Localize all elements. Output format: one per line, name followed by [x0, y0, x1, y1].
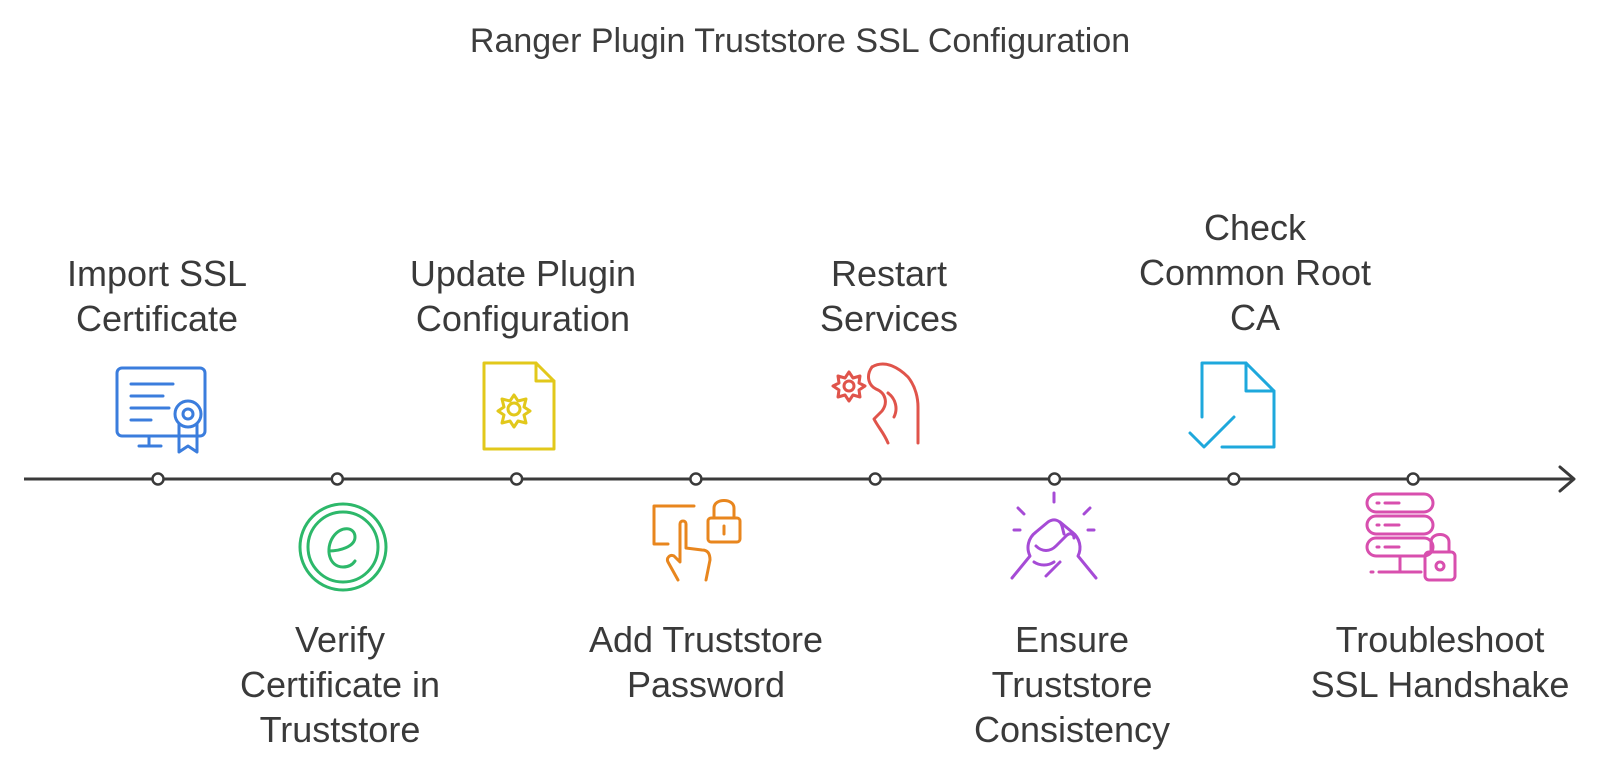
- step-label-troubleshoot-ssl-handshake: Troubleshoot SSL Handshake: [1300, 617, 1580, 707]
- step-label-line: Truststore: [991, 664, 1153, 705]
- step-label-restart-services: Restart Services: [749, 251, 1029, 341]
- file-settings-icon: [478, 357, 578, 457]
- step-label-add-truststore-password: Add Truststore Password: [566, 617, 846, 707]
- step-label-line: Update Plugin: [409, 253, 637, 294]
- timeline-marker: [868, 472, 882, 486]
- hand-gear-icon: [828, 357, 928, 457]
- timeline-marker: [1227, 472, 1241, 486]
- step-label-line: Truststore: [259, 709, 421, 750]
- step-label-line: Restart: [830, 253, 948, 294]
- step-label-line: Configuration: [415, 298, 631, 339]
- timeline-arrowhead: [1558, 465, 1576, 493]
- step-label-line: Add Truststore: [588, 619, 824, 660]
- diagram-title: Ranger Plugin Truststore SSL Configurati…: [469, 22, 1131, 60]
- step-label-line: Common Root: [1138, 252, 1372, 293]
- step-label-line: Check: [1203, 207, 1307, 248]
- step-label-line: CA: [1229, 297, 1280, 338]
- step-label-line: Password: [626, 664, 786, 705]
- file-check-icon: [1186, 357, 1286, 457]
- step-label-check-common-root-ca: Check Common Root CA: [1115, 205, 1395, 340]
- step-label-update-plugin-configuration: Update Plugin Configuration: [383, 251, 663, 341]
- step-label-line: SSL Handshake: [1310, 664, 1570, 705]
- certificate-icon: [111, 362, 211, 462]
- timeline-marker: [1406, 472, 1420, 486]
- timeline-marker: [689, 472, 703, 486]
- step-label-import-ssl-certificate: Import SSL Certificate: [17, 251, 297, 341]
- timeline-marker: [1047, 472, 1062, 486]
- timeline-marker: [151, 472, 165, 486]
- step-label-line: Import SSL: [66, 253, 248, 294]
- step-label-line: Certificate: [75, 298, 239, 339]
- internet-explorer-icon: [293, 497, 393, 597]
- handshake-icon: [1004, 490, 1104, 590]
- step-label-line: Services: [819, 298, 959, 339]
- touch-lock-icon: [648, 490, 748, 590]
- timeline-marker: [330, 472, 345, 486]
- step-label-ensure-truststore-consistency: Ensure Truststore Consistency: [932, 617, 1212, 752]
- step-label-line: Verify: [294, 619, 386, 660]
- step-label-line: Consistency: [973, 709, 1171, 750]
- step-label-line: Certificate in: [239, 664, 441, 705]
- server-lock-icon: [1363, 490, 1463, 590]
- step-label-line: Troubleshoot: [1335, 619, 1545, 660]
- timeline-marker: [509, 472, 524, 486]
- step-label-line: Ensure: [1014, 619, 1130, 660]
- step-label-verify-certificate: Verify Certificate in Truststore: [200, 617, 480, 752]
